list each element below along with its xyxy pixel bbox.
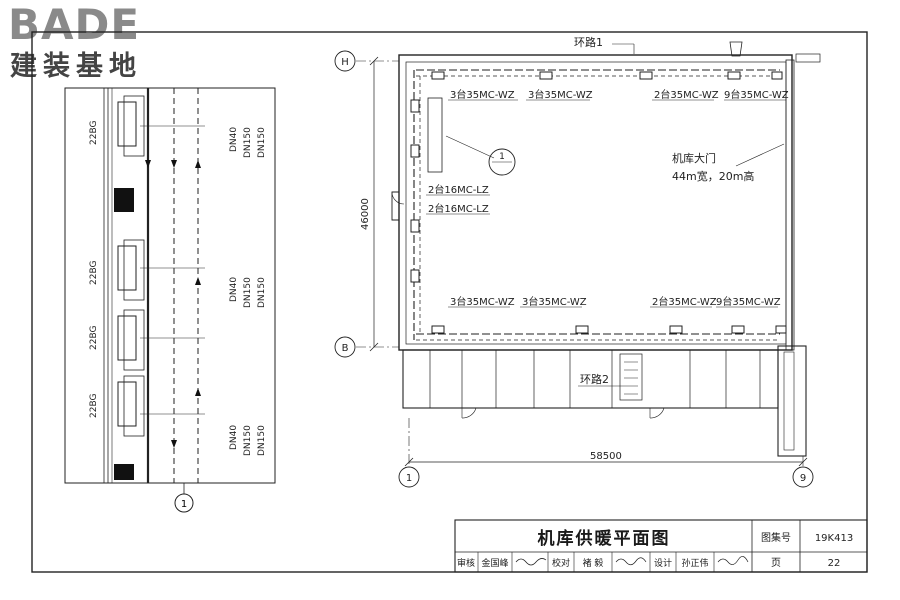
unit-callout: 2台35MC-WZ xyxy=(654,88,719,101)
door-label: 机库大门 xyxy=(672,151,716,165)
detail-bubble-number: 1 xyxy=(181,499,187,510)
plan-annotations: H B 1 9 46000 58500 环路1 环路2 1 机库大门 44m宽，… xyxy=(341,36,806,484)
pipe-size: DN150 xyxy=(243,425,253,456)
axis-bubble-b xyxy=(334,336,356,358)
pipe-size: DN150 xyxy=(257,127,267,158)
title-block-fields: 图集号 19K413 审核 金国峰 校对 褚 毅 设计 孙正伟 页 22 xyxy=(457,531,853,569)
unit-callout: 2台16MC-LZ xyxy=(428,183,489,196)
design-name: 孙正伟 xyxy=(681,557,708,569)
detail-frame xyxy=(64,87,276,484)
check-name: 褚 毅 xyxy=(583,557,604,569)
atlas-label: 图集号 xyxy=(761,531,791,544)
title-block xyxy=(454,519,868,573)
logo-brand: BADE xyxy=(8,0,141,49)
unit-label: 22BG xyxy=(89,121,99,145)
hangar-door xyxy=(785,59,795,351)
axis-label-1: 1 xyxy=(406,473,412,484)
drawing-title: 机库供暖平面图 xyxy=(537,529,671,549)
radiator-bank xyxy=(427,97,443,173)
axis-label-b: B xyxy=(342,343,349,354)
axis-bubble-9 xyxy=(792,466,814,488)
unit-callout: 2台35MC-WZ xyxy=(652,295,717,308)
callout-bubble xyxy=(488,148,516,176)
unit-callout: 3台35MC-WZ xyxy=(522,295,587,308)
door-size: 44m宽，20m高 xyxy=(672,169,754,183)
door-pocket xyxy=(777,345,807,457)
pipe-size: DN150 xyxy=(243,127,253,158)
design-label: 设计 xyxy=(654,557,672,569)
unit-label: 22BG xyxy=(89,326,99,350)
axis-bubble-h xyxy=(334,50,356,72)
axis-label-9: 9 xyxy=(800,473,806,484)
loop-2-label: 环路2 xyxy=(580,373,609,386)
unit-callout: 9台35MC-WZ xyxy=(716,295,781,308)
unit-callout: 3台35MC-WZ xyxy=(450,295,515,308)
unit-callout: 2台16MC-LZ xyxy=(428,202,489,215)
pipe-size: DN40 xyxy=(229,277,239,302)
unit-callout: 9台35MC-WZ xyxy=(724,88,789,101)
atlas-number: 19K413 xyxy=(815,533,853,544)
dimension-width-text: 58500 xyxy=(590,451,622,462)
bade-logo: BADE 建装基地 xyxy=(8,4,178,82)
logo-subtitle: 建装基地 xyxy=(10,51,142,82)
unit-labels: 22BG 22BG 22BG 22BG xyxy=(89,121,99,418)
page-label: 页 xyxy=(771,557,781,569)
detail-bubble xyxy=(174,493,194,513)
loop-1-label: 环路1 xyxy=(574,36,603,49)
axis-bubble-1 xyxy=(398,466,420,488)
unit-callout: 3台35MC-WZ xyxy=(528,88,593,101)
stair xyxy=(619,353,643,401)
pipe-size: DN40 xyxy=(229,127,239,152)
radiator-unit xyxy=(117,245,137,291)
axis-label-h: H xyxy=(341,57,349,68)
unit-callout: 3台35MC-WZ xyxy=(450,88,515,101)
review-name: 金国峰 xyxy=(481,557,508,569)
dimension-height-text: 46000 xyxy=(360,198,371,230)
pipe-size: DN150 xyxy=(243,277,253,308)
unit-label: 22BG xyxy=(89,394,99,418)
radiator-unit xyxy=(117,101,137,147)
column-block xyxy=(114,464,134,480)
callout-bubble-number: 1 xyxy=(499,152,505,162)
pipe-size: DN150 xyxy=(257,425,267,456)
detail-drawing xyxy=(64,87,276,513)
page-number: 22 xyxy=(828,558,841,569)
hangar-floor-plan xyxy=(334,41,821,488)
pipe-size: DN40 xyxy=(229,425,239,450)
column-block xyxy=(114,188,134,212)
unit-label: 22BG xyxy=(89,261,99,285)
radiator-unit xyxy=(117,381,137,427)
review-label: 审核 xyxy=(457,557,475,569)
radiator-unit xyxy=(117,315,137,361)
pipe-size-labels: DN40 DN150 DN150 DN40 DN150 DN150 DN40 D… xyxy=(229,127,267,456)
check-label: 校对 xyxy=(552,557,570,569)
sheet-border xyxy=(31,31,868,573)
pipe-size: DN150 xyxy=(257,277,267,308)
